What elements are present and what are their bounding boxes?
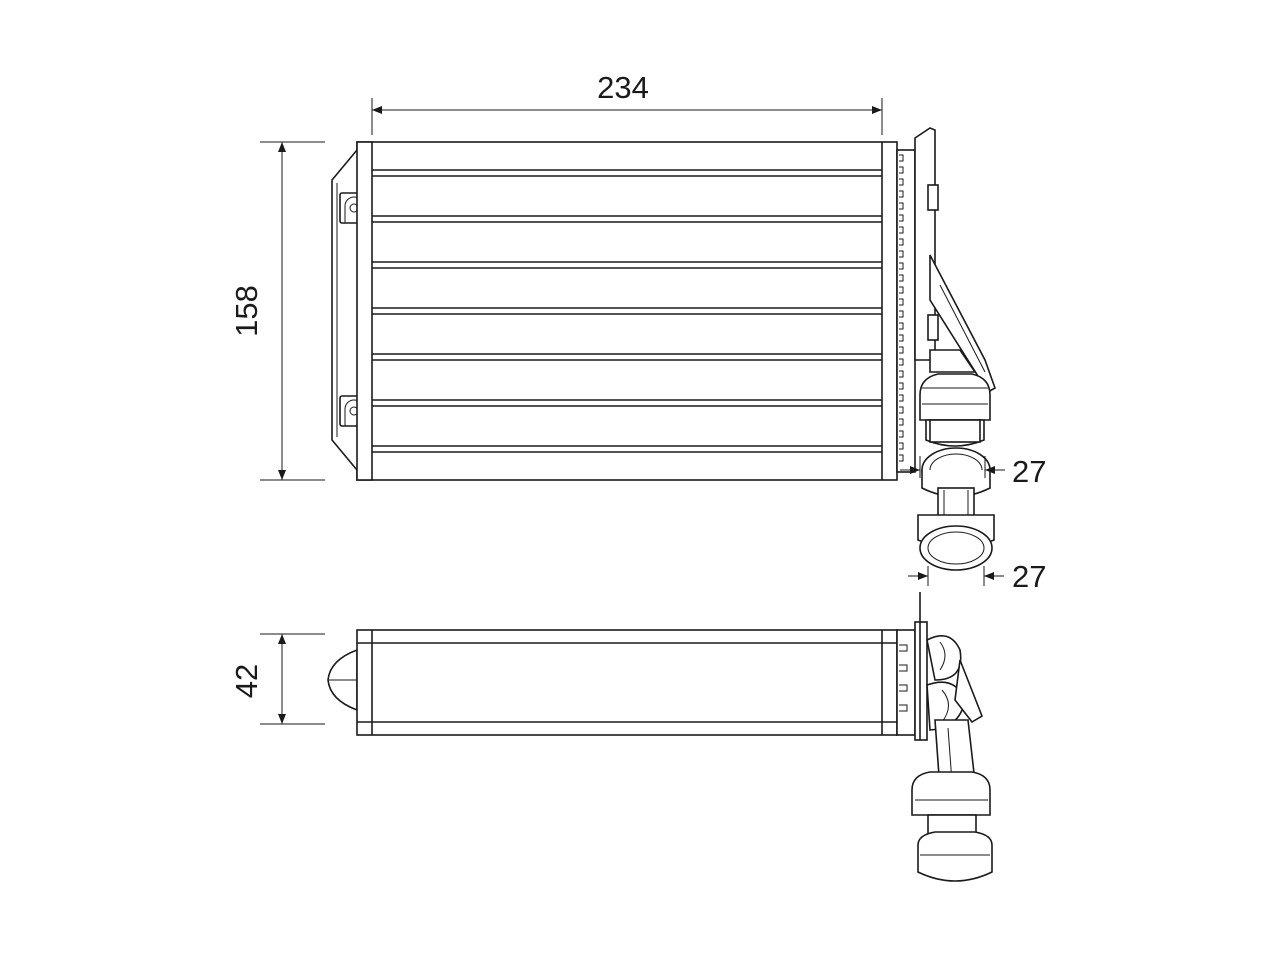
dimension-height: 158: [229, 141, 325, 481]
side-pipe-outlet: [911, 719, 993, 882]
dimension-depth: 42: [229, 633, 325, 725]
pipe-lower-label: 27: [1012, 559, 1046, 594]
depth-label: 42: [229, 664, 264, 698]
width-label: 234: [597, 70, 649, 105]
height-label: 158: [229, 285, 264, 337]
pipe-upper-label: 27: [1012, 454, 1046, 489]
pipe-connector-lower: [917, 487, 995, 571]
core-tubes: [372, 169, 882, 453]
core-frame: [356, 141, 898, 481]
dimension-width: 234: [371, 70, 883, 135]
side-view: [327, 592, 993, 882]
side-header: [896, 592, 983, 741]
right-header-tank: [896, 127, 996, 473]
side-core: [356, 629, 898, 736]
front-view: [331, 127, 996, 571]
dimension-pipe-lower: 27: [908, 559, 1046, 594]
pipe-connector-upper: [919, 373, 991, 498]
dimension-pipe-upper: 27: [900, 454, 1046, 489]
